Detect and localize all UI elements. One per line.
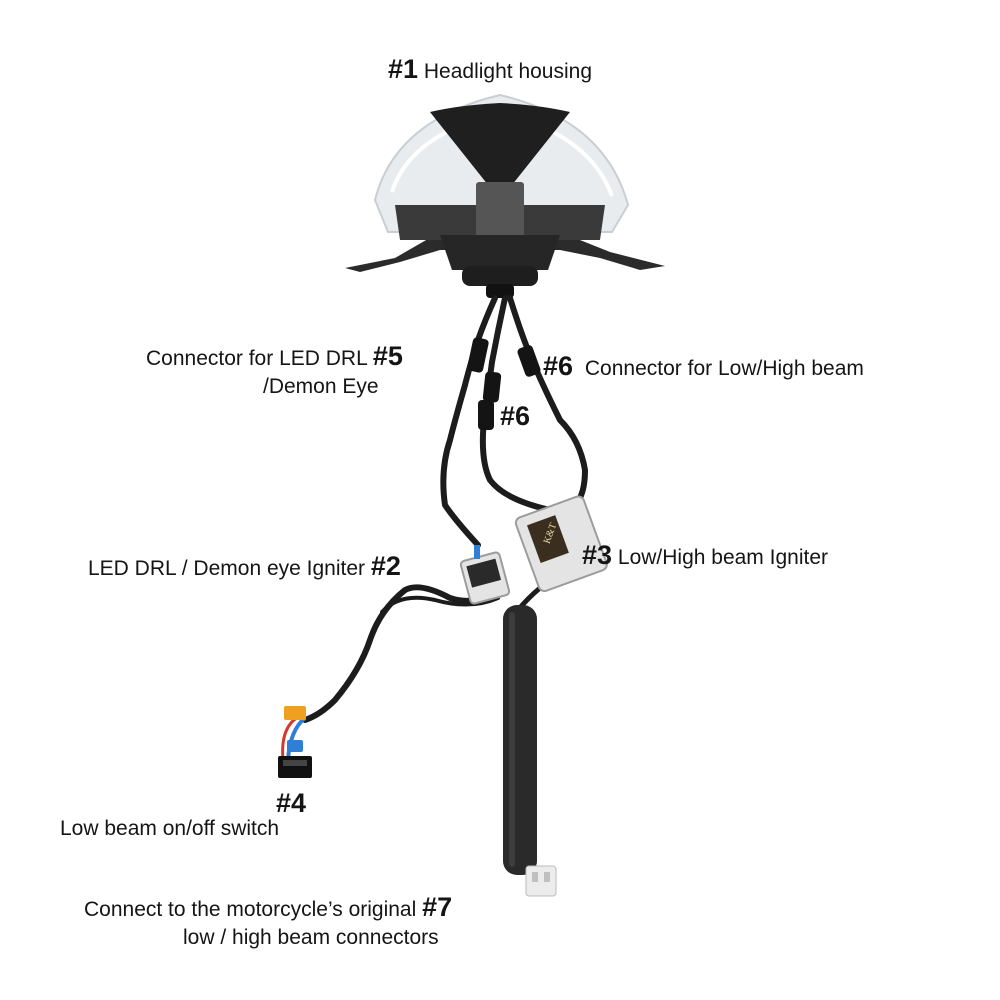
label-text: /Demon Eye: [263, 375, 379, 398]
label-switch-number: #4: [276, 790, 306, 819]
label-drl-igniter: LED DRL / Demon eye Igniter #2: [88, 553, 401, 582]
label-text: Connector for Low/High beam: [584, 357, 864, 380]
label-text: Connector for LED DRL: [146, 347, 367, 370]
label-drl-connector: Connector for LED DRL #5: [146, 343, 403, 372]
label-text: Low beam on/off switch: [60, 817, 280, 840]
inline-connectors: [467, 337, 541, 430]
label-number: #2: [370, 551, 401, 581]
label-number: #4: [276, 788, 307, 818]
label-number: #5: [372, 341, 403, 371]
label-number: #6: [543, 351, 574, 381]
label-original-connectors: Connect to the motorcycle’s original #7: [84, 894, 452, 923]
headlight-housing-image: [345, 93, 665, 298]
low-high-beam-igniter-image: [514, 495, 608, 593]
label-number: #6: [500, 401, 531, 431]
label-text: Low/High beam Igniter: [617, 546, 829, 569]
on-off-switch-image: [278, 706, 312, 778]
label-beam-connector: #6 Connector for Low/High beam: [543, 353, 864, 382]
label-number: #1: [388, 54, 419, 84]
label-beam-connector-2: #6: [500, 403, 530, 432]
label-headlight-housing: #1 Headlight housing: [388, 56, 592, 85]
label-text: low / high beam connectors: [183, 926, 439, 949]
drl-igniter-image: [459, 545, 511, 605]
label-text: LED DRL / Demon eye Igniter: [88, 557, 366, 580]
main-sleeve-cable: [503, 605, 557, 897]
label-text: Connect to the motorcycle’s original: [84, 898, 417, 921]
label-text: Headlight housing: [423, 60, 593, 83]
label-original-connectors-line2: low / high beam connectors: [183, 925, 439, 951]
label-number: #3: [582, 540, 613, 570]
label-switch: Low beam on/off switch: [60, 816, 279, 842]
label-beam-igniter: #3 Low/High beam Igniter: [582, 542, 828, 571]
label-number: #7: [422, 892, 453, 922]
label-drl-connector-line2: /Demon Eye: [263, 374, 379, 400]
